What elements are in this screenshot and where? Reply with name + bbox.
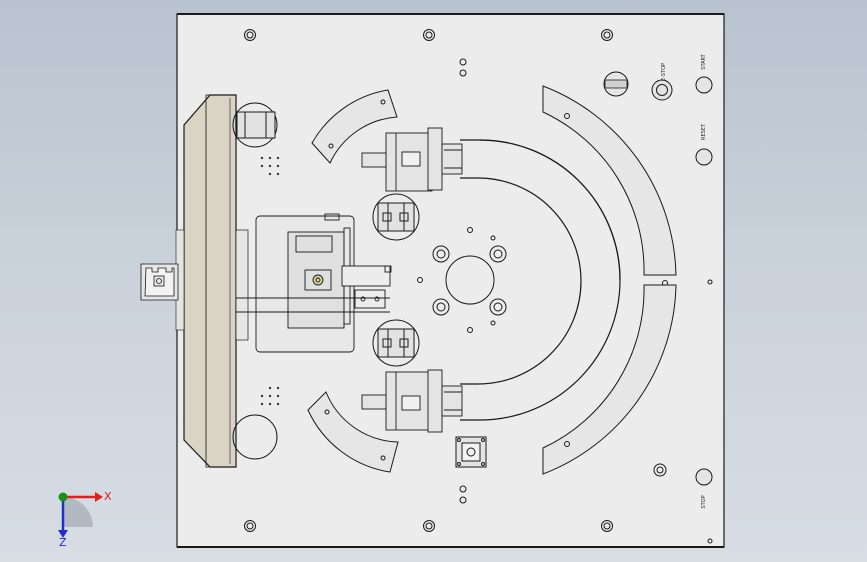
z-axis-label: Z bbox=[59, 536, 67, 549]
start-button[interactable] bbox=[695, 76, 713, 94]
axis-triad: X Z bbox=[58, 490, 112, 549]
small-square-module bbox=[455, 436, 487, 468]
y-axis-dot bbox=[58, 492, 68, 502]
control-panel: E-STOP START RESET STOP bbox=[603, 53, 713, 509]
clamp-module-lower bbox=[361, 369, 463, 433]
start-label: START bbox=[701, 53, 707, 69]
aluminium-profile bbox=[140, 263, 179, 301]
clamp-module-upper bbox=[361, 127, 463, 192]
left-cushion-pad bbox=[175, 94, 249, 468]
emergency-stop-button[interactable] bbox=[651, 79, 673, 101]
stop-button[interactable] bbox=[695, 468, 713, 486]
reset-button[interactable] bbox=[695, 148, 713, 166]
dot-grid-upper bbox=[260, 156, 280, 176]
outer-arc-segment-lower bbox=[542, 284, 677, 475]
selector-knob-icon[interactable] bbox=[603, 71, 629, 97]
central-hub bbox=[417, 227, 507, 333]
x-axis-label: X bbox=[104, 490, 112, 503]
left-round-openings bbox=[232, 102, 278, 460]
reset-label: RESET bbox=[701, 123, 707, 140]
left-arc-segment-lower bbox=[307, 391, 399, 473]
slide-carriage bbox=[236, 213, 392, 353]
horseshoe-guide bbox=[460, 139, 621, 421]
gripper-pod-lower bbox=[372, 319, 420, 367]
knob-label: E-STOP bbox=[661, 63, 667, 81]
gripper-pod-upper bbox=[372, 193, 420, 241]
left-arc-segment-upper bbox=[311, 89, 398, 164]
stop-label: STOP bbox=[701, 495, 707, 508]
dot-grid-lower bbox=[260, 386, 280, 406]
